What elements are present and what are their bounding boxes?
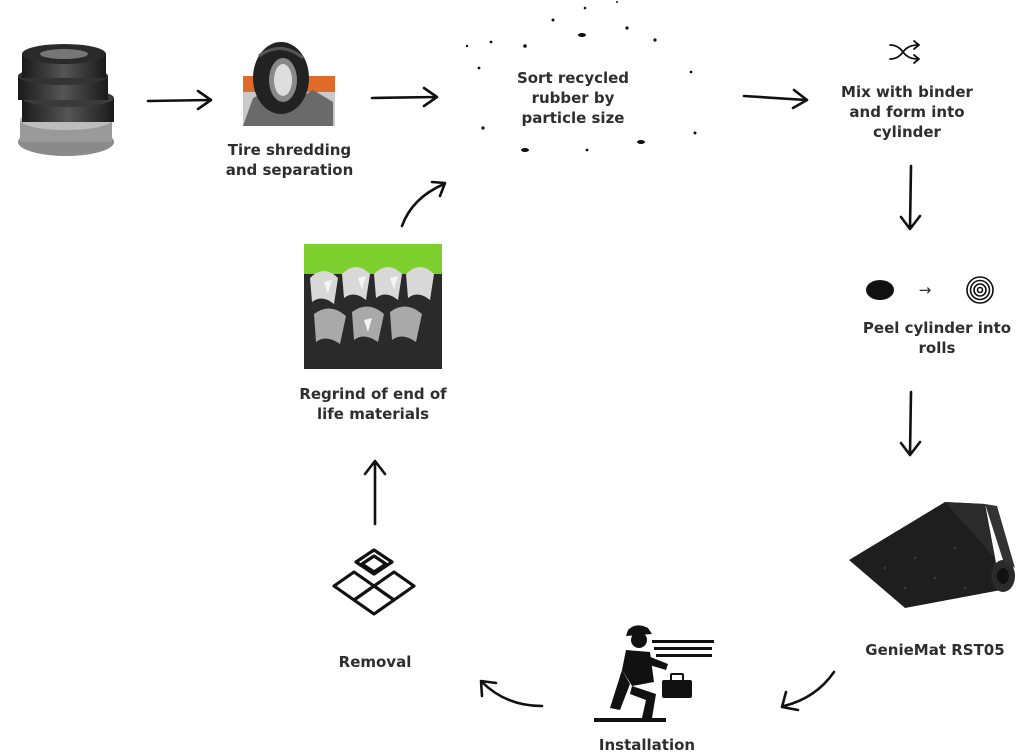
sort-label: Sort recycled rubber by particle size <box>516 69 630 127</box>
tiles-icon <box>332 548 416 616</box>
cylinder-to-roll-icon <box>866 276 994 304</box>
rubber-mat-roll-icon <box>849 502 1015 608</box>
flow-arrow <box>479 679 544 708</box>
installer-worker-icon <box>594 625 714 722</box>
flow-arrow <box>400 180 447 228</box>
shuffle-icon <box>889 40 920 64</box>
flow-arrow <box>780 670 836 712</box>
peel-arrow-glyph: → <box>918 281 932 299</box>
tire-shredder-icon <box>243 42 335 126</box>
flow-arrow <box>146 89 213 111</box>
particles-icon <box>465 1 697 152</box>
mix-label: Mix with binder and form into cylinder <box>841 83 973 141</box>
flow-arrow <box>370 86 439 108</box>
peel-label: Peel cylinder into rolls <box>862 319 1012 357</box>
installation-label: Installation <box>598 736 696 754</box>
grinder-icon <box>304 244 442 369</box>
flow-arrow <box>899 390 922 457</box>
shredding-label: Tire shredding and separation <box>225 141 354 179</box>
flow-arrow <box>363 459 387 526</box>
removal-label: Removal <box>338 653 412 671</box>
tire-stack-icon <box>18 44 114 156</box>
flow-arrow <box>899 164 922 231</box>
product-label: GenieMat RST05 <box>865 641 1005 659</box>
regrind-label: Regrind of end of life materials <box>299 385 447 423</box>
flow-arrow <box>742 88 809 110</box>
